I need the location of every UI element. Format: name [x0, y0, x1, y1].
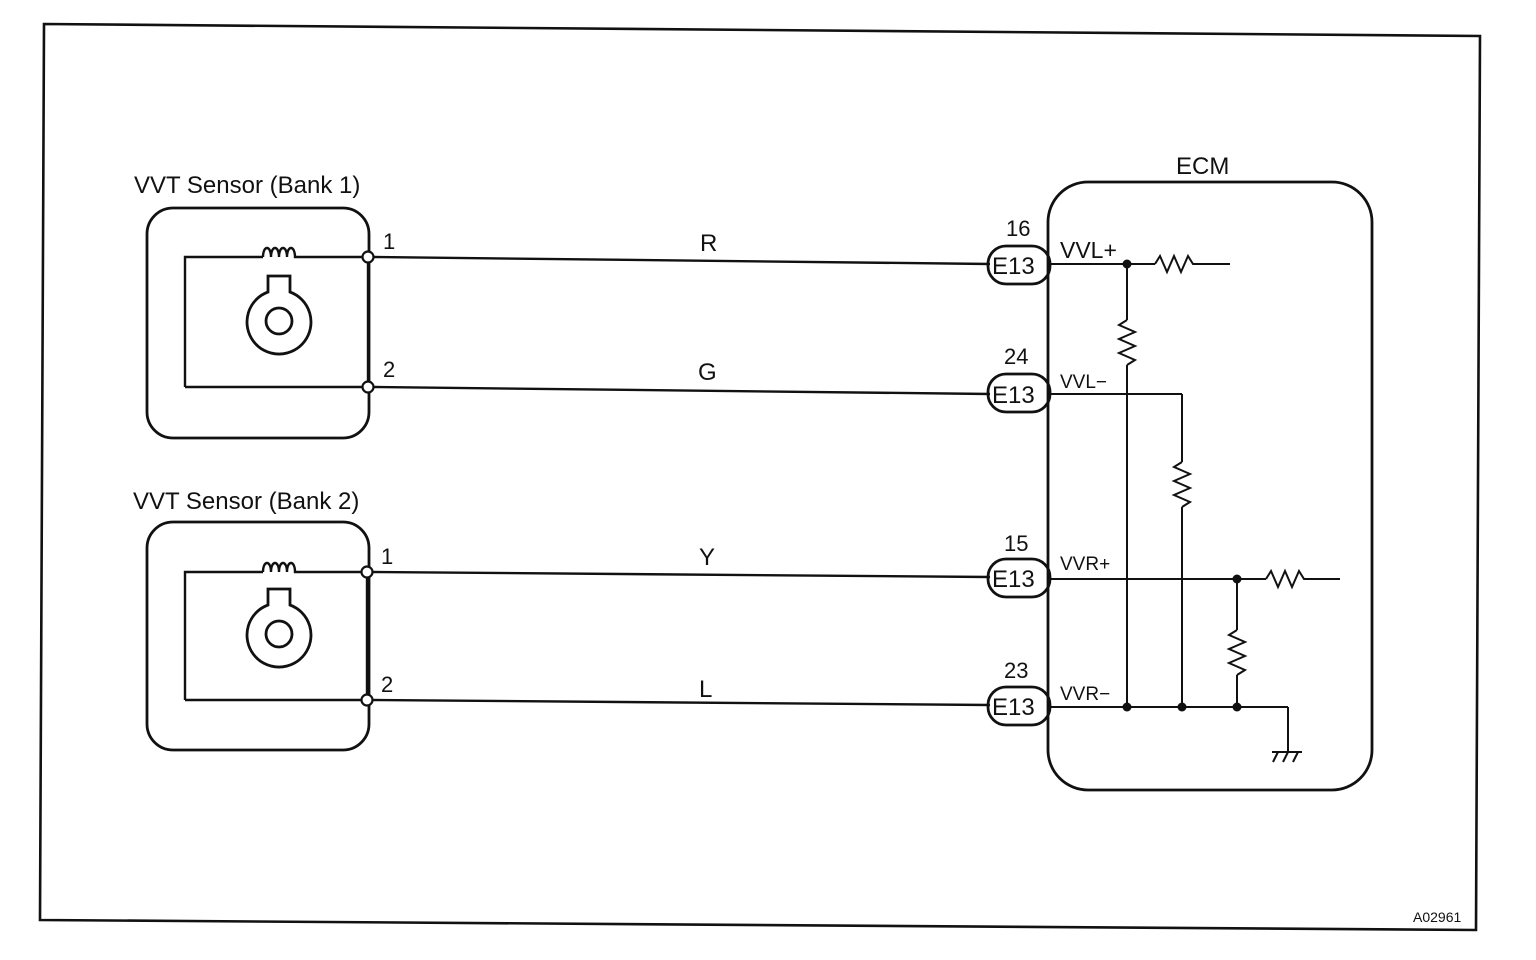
ecm-terminal-15: 15 E13 VVR+	[986, 531, 1110, 599]
wire-y	[372, 570, 991, 579]
junction-dot	[1122, 702, 1132, 712]
wire-color-label: L	[699, 676, 712, 703]
signal-label: VVL−	[1060, 372, 1107, 393]
wire-g	[373, 385, 991, 396]
sensor-bank2-terminal-2	[360, 693, 374, 707]
resistor-icon	[1154, 253, 1230, 275]
resistor-icon	[1226, 629, 1248, 676]
rotor-icon	[245, 587, 313, 669]
vvt-sensor-bank2: VVT Sensor (Bank 2) 1 2	[133, 488, 393, 752]
junction-dot	[1177, 702, 1187, 712]
ecm-housing	[1046, 180, 1374, 792]
junction-dot	[1232, 702, 1242, 712]
coil-icon	[261, 561, 297, 574]
sensor-bank1-label: VVT Sensor (Bank 1)	[134, 172, 360, 199]
signal-label: VVR−	[1060, 684, 1110, 705]
sensor-bank1-terminal-1	[361, 250, 375, 264]
wire-color-label: Y	[699, 544, 715, 571]
sensor-bank1-loop-left	[183, 255, 263, 387]
sensor-bank2-label: VVT Sensor (Bank 2)	[133, 488, 359, 515]
sensor-bank2-terminal-1	[360, 565, 374, 579]
vvt-sensor-bank1: VVT Sensor (Bank 1) 1 2	[134, 172, 395, 440]
wire-color-label: G	[698, 359, 717, 386]
ground-icon	[1272, 751, 1302, 763]
sensor-bank1-pin-2: 2	[383, 357, 395, 382]
resistor-icon	[1171, 461, 1193, 508]
sensor-bank2-loop-right	[185, 570, 369, 702]
coil-icon	[261, 246, 297, 259]
signal-label: VVL+	[1060, 237, 1117, 263]
connector-label: E13	[992, 253, 1035, 280]
sensor-bank2-pin-1: 1	[381, 544, 393, 569]
sensor-bank2-loop-left	[183, 570, 263, 700]
figure-reference: A02961	[1413, 909, 1461, 925]
terminal-pin-number: 15	[1004, 531, 1028, 556]
sensor-bank2-housing	[145, 520, 371, 752]
resistor-icon	[1116, 319, 1138, 366]
sensor-bank1-terminal-2	[361, 380, 375, 394]
ecm-terminal-16: 16 E13 VVL+	[986, 216, 1117, 286]
wire-l	[372, 698, 991, 707]
rotor-icon	[245, 274, 313, 356]
sensor-bank1-housing	[145, 206, 371, 440]
connector-label: E13	[992, 566, 1035, 593]
ecm-internal-circuit	[1050, 253, 1340, 763]
harness-wires: R G Y L	[372, 230, 991, 707]
connector-label: E13	[992, 694, 1035, 721]
connector-label: E13	[992, 382, 1035, 409]
wire-r	[373, 255, 991, 266]
resistor-icon	[1265, 568, 1340, 590]
sensor-bank2-pin-2: 2	[381, 672, 393, 697]
diagram-frame	[38, 22, 1482, 932]
terminal-pin-number: 16	[1006, 216, 1030, 241]
terminal-pin-number: 24	[1004, 344, 1028, 369]
sensor-bank1-loop-right	[185, 255, 370, 389]
ecm-unit: ECM 16 E13 VVL+ 24 E13 VVL− 15 E13 VVR+ …	[986, 153, 1374, 792]
ecm-terminal-23: 23 E13 VVR−	[986, 658, 1110, 727]
wire-color-label: R	[700, 230, 717, 257]
ecm-label: ECM	[1176, 153, 1229, 180]
sensor-bank1-pin-1: 1	[383, 229, 395, 254]
ecm-terminal-24: 24 E13 VVL−	[986, 344, 1107, 414]
terminal-pin-number: 23	[1004, 658, 1028, 683]
signal-label: VVR+	[1060, 554, 1110, 575]
